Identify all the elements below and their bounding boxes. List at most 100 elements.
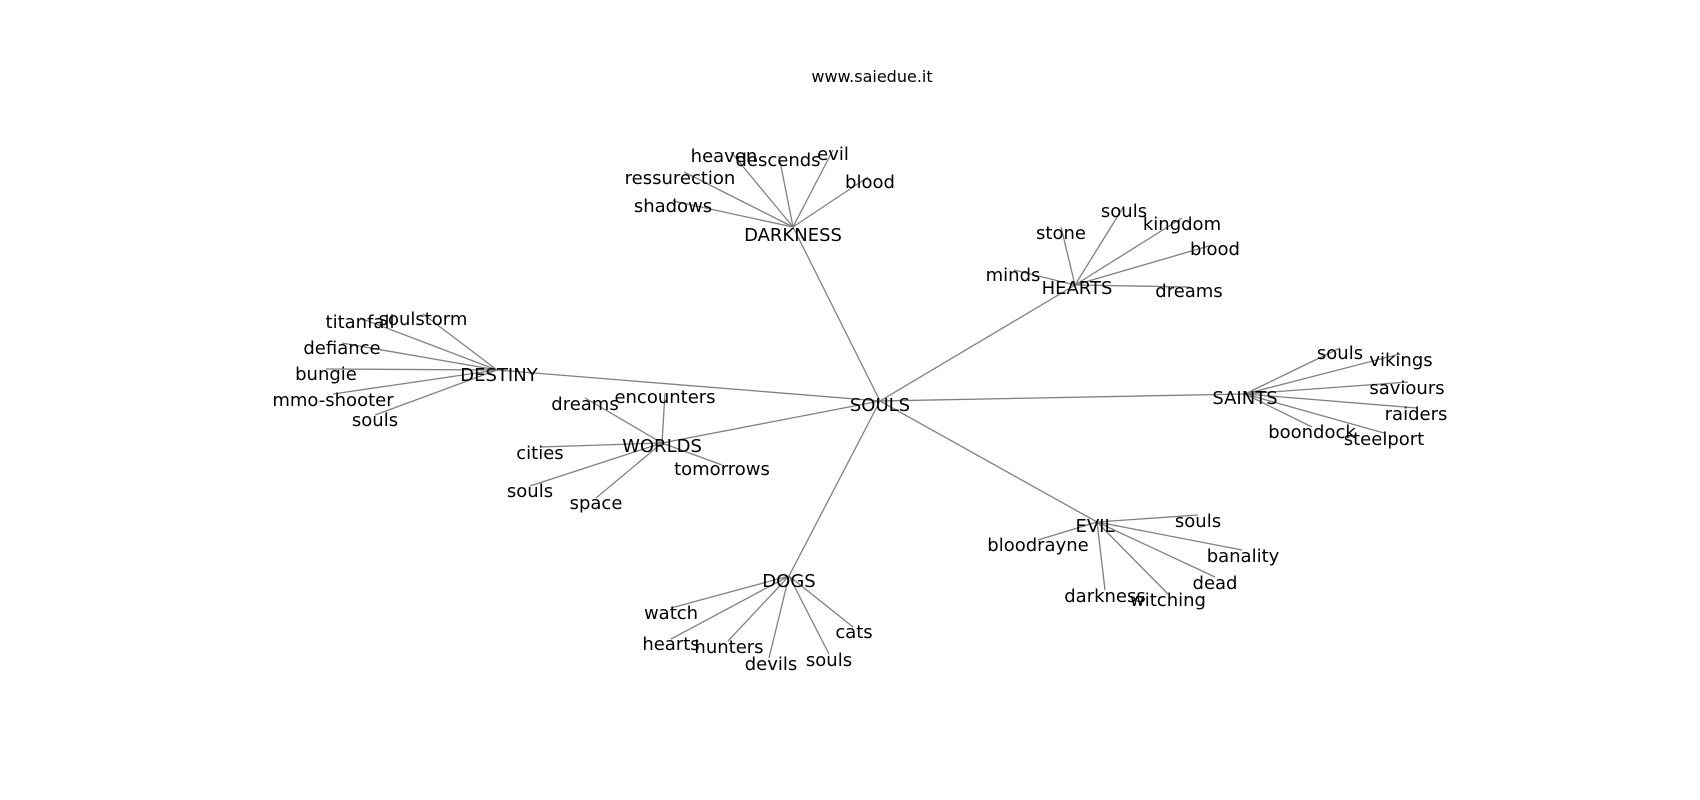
leaf-label-worlds-tomorrows: tomorrows (674, 459, 770, 480)
edge-center-dogs (788, 400, 881, 577)
edge-destiny-titanfall (359, 317, 498, 371)
edge-darkness-blood (792, 176, 869, 228)
leaf-label-darkness-blood: blood (845, 172, 895, 193)
edge-dogs-watch (670, 575, 790, 609)
edge-center-destiny (496, 369, 881, 402)
leaf-label-worlds-space: space (570, 493, 623, 514)
site-watermark: www.saiedue.it (811, 67, 932, 86)
edge-darkness-evil (792, 149, 834, 228)
leaf-label-saints-steelport: steelport (1344, 429, 1424, 450)
leaf-label-darkness-descends: descends (735, 150, 820, 171)
edge-evil-bloodrayne (1037, 521, 1098, 541)
leaf-label-saints-raiders: raiders (1385, 404, 1448, 425)
leaf-label-destiny-defiance: defiance (303, 338, 380, 359)
leaf-label-dogs-hunters: hunters (694, 637, 763, 658)
edge-destiny-defiance (341, 342, 498, 371)
center-node-label: SOULS (850, 395, 910, 416)
leaf-label-hearts-blood: blood (1190, 239, 1240, 260)
edge-hearts-dreams (1074, 284, 1190, 288)
hub-node-label-dogs: DOGS (762, 571, 815, 592)
edge-center-worlds (661, 400, 881, 444)
hub-node-label-saints: SAINTS (1212, 388, 1277, 409)
edge-saints-souls (1244, 347, 1341, 395)
edge-worlds-dreams (584, 397, 663, 444)
edge-hearts-stone (1060, 226, 1076, 286)
edge-saints-saviours (1244, 381, 1409, 395)
edge-saints-vikings (1244, 353, 1401, 395)
edge-evil-darkness (1096, 521, 1106, 591)
edge-hearts-souls (1074, 205, 1125, 286)
leaf-label-saints-souls: souls (1317, 343, 1363, 364)
edge-saints-steelport (1244, 393, 1385, 434)
edge-darkness-shadows (672, 200, 794, 228)
edge-darkness-heaven (730, 151, 794, 228)
leaf-label-dogs-hearts: hearts (642, 634, 699, 655)
edge-darkness-ressurection (683, 171, 794, 228)
leaf-label-worlds-cities: cities (516, 443, 563, 464)
edge-dogs-hearts (670, 575, 790, 640)
edge-dogs-hunters (727, 575, 790, 642)
leaf-label-destiny-bungie: bungie (295, 364, 357, 385)
edges-layer (325, 149, 1418, 659)
edge-worlds-tomorrows (661, 442, 723, 466)
leaf-label-hearts-stone: stone (1036, 223, 1086, 244)
edge-evil-witching (1096, 521, 1169, 595)
leaf-label-hearts-minds: minds (986, 265, 1041, 286)
edge-center-hearts (879, 284, 1076, 402)
edge-evil-dead (1096, 521, 1216, 578)
leaf-label-destiny-mmo-shooter: mmo-shooter (272, 390, 394, 411)
edge-saints-raiders (1244, 393, 1418, 409)
leaf-label-hearts-souls: souls (1101, 201, 1147, 222)
edge-dogs-cats (788, 575, 854, 628)
edge-worlds-encounters (661, 392, 666, 444)
leaf-label-destiny-titanfall: titanfall (326, 312, 395, 333)
leaf-label-hearts-dreams: dreams (1155, 281, 1222, 302)
edge-saints-boondock (1244, 393, 1313, 428)
leaf-label-evil-darkness: darkness (1064, 586, 1146, 607)
leaf-label-evil-banality: banality (1207, 546, 1280, 567)
leaf-label-darkness-evil: evil (817, 144, 849, 165)
edge-darkness-descends (778, 155, 794, 228)
leaf-label-evil-witching: witching (1130, 590, 1206, 611)
leaf-label-saints-vikings: vikings (1369, 350, 1432, 371)
leaf-label-destiny-soulstorm: soulstorm (379, 309, 468, 330)
leaf-label-dogs-watch: watch (644, 603, 698, 624)
leaf-label-darkness-shadows: shadows (634, 196, 712, 217)
leaf-label-saints-saviours: saviours (1369, 378, 1444, 399)
edge-center-saints (879, 393, 1246, 402)
edge-evil-banality (1096, 521, 1243, 551)
leaf-label-saints-boondock: boondock (1268, 422, 1356, 443)
edge-worlds-souls (529, 442, 663, 487)
edge-destiny-souls (374, 369, 498, 416)
edge-evil-souls (1096, 514, 1199, 523)
leaf-label-dogs-devils: devils (745, 654, 798, 675)
leaf-label-dogs-souls: souls (806, 650, 852, 671)
leaf-label-hearts-kingdom: kingdom (1143, 214, 1221, 235)
leaf-label-worlds-souls: souls (507, 481, 553, 502)
edge-center-darkness (792, 226, 881, 402)
leaf-label-darkness-heaven: heaven (691, 146, 758, 167)
edge-destiny-soulstorm (422, 313, 498, 371)
leaf-label-evil-souls: souls (1175, 511, 1221, 532)
edge-dogs-souls (788, 575, 830, 655)
leaf-label-dogs-cats: cats (835, 622, 872, 643)
hub-node-label-darkness: DARKNESS (744, 225, 842, 246)
edge-dogs-devils (768, 575, 790, 659)
leaf-label-evil-bloodrayne: bloodrayne (987, 535, 1088, 556)
edge-worlds-space (595, 442, 663, 499)
hub-node-label-destiny: DESTINY (460, 365, 538, 386)
hub-node-label-evil: EVIL (1075, 516, 1114, 537)
leaf-label-darkness-ressurection: ressurection (625, 168, 736, 189)
hub-node-label-hearts: HEARTS (1042, 278, 1113, 299)
edge-hearts-blood (1074, 244, 1213, 286)
edge-destiny-bungie (325, 368, 498, 371)
leaf-label-evil-dead: dead (1193, 573, 1238, 594)
leaf-label-worlds-encounters: encounters (614, 387, 715, 408)
leaf-label-destiny-souls: souls (352, 410, 398, 431)
leaf-label-worlds-dreams: dreams (551, 394, 618, 415)
hub-node-label-worlds: WORLDS (622, 436, 702, 457)
edge-hearts-kingdom (1074, 217, 1183, 286)
edge-worlds-cities (539, 442, 663, 448)
